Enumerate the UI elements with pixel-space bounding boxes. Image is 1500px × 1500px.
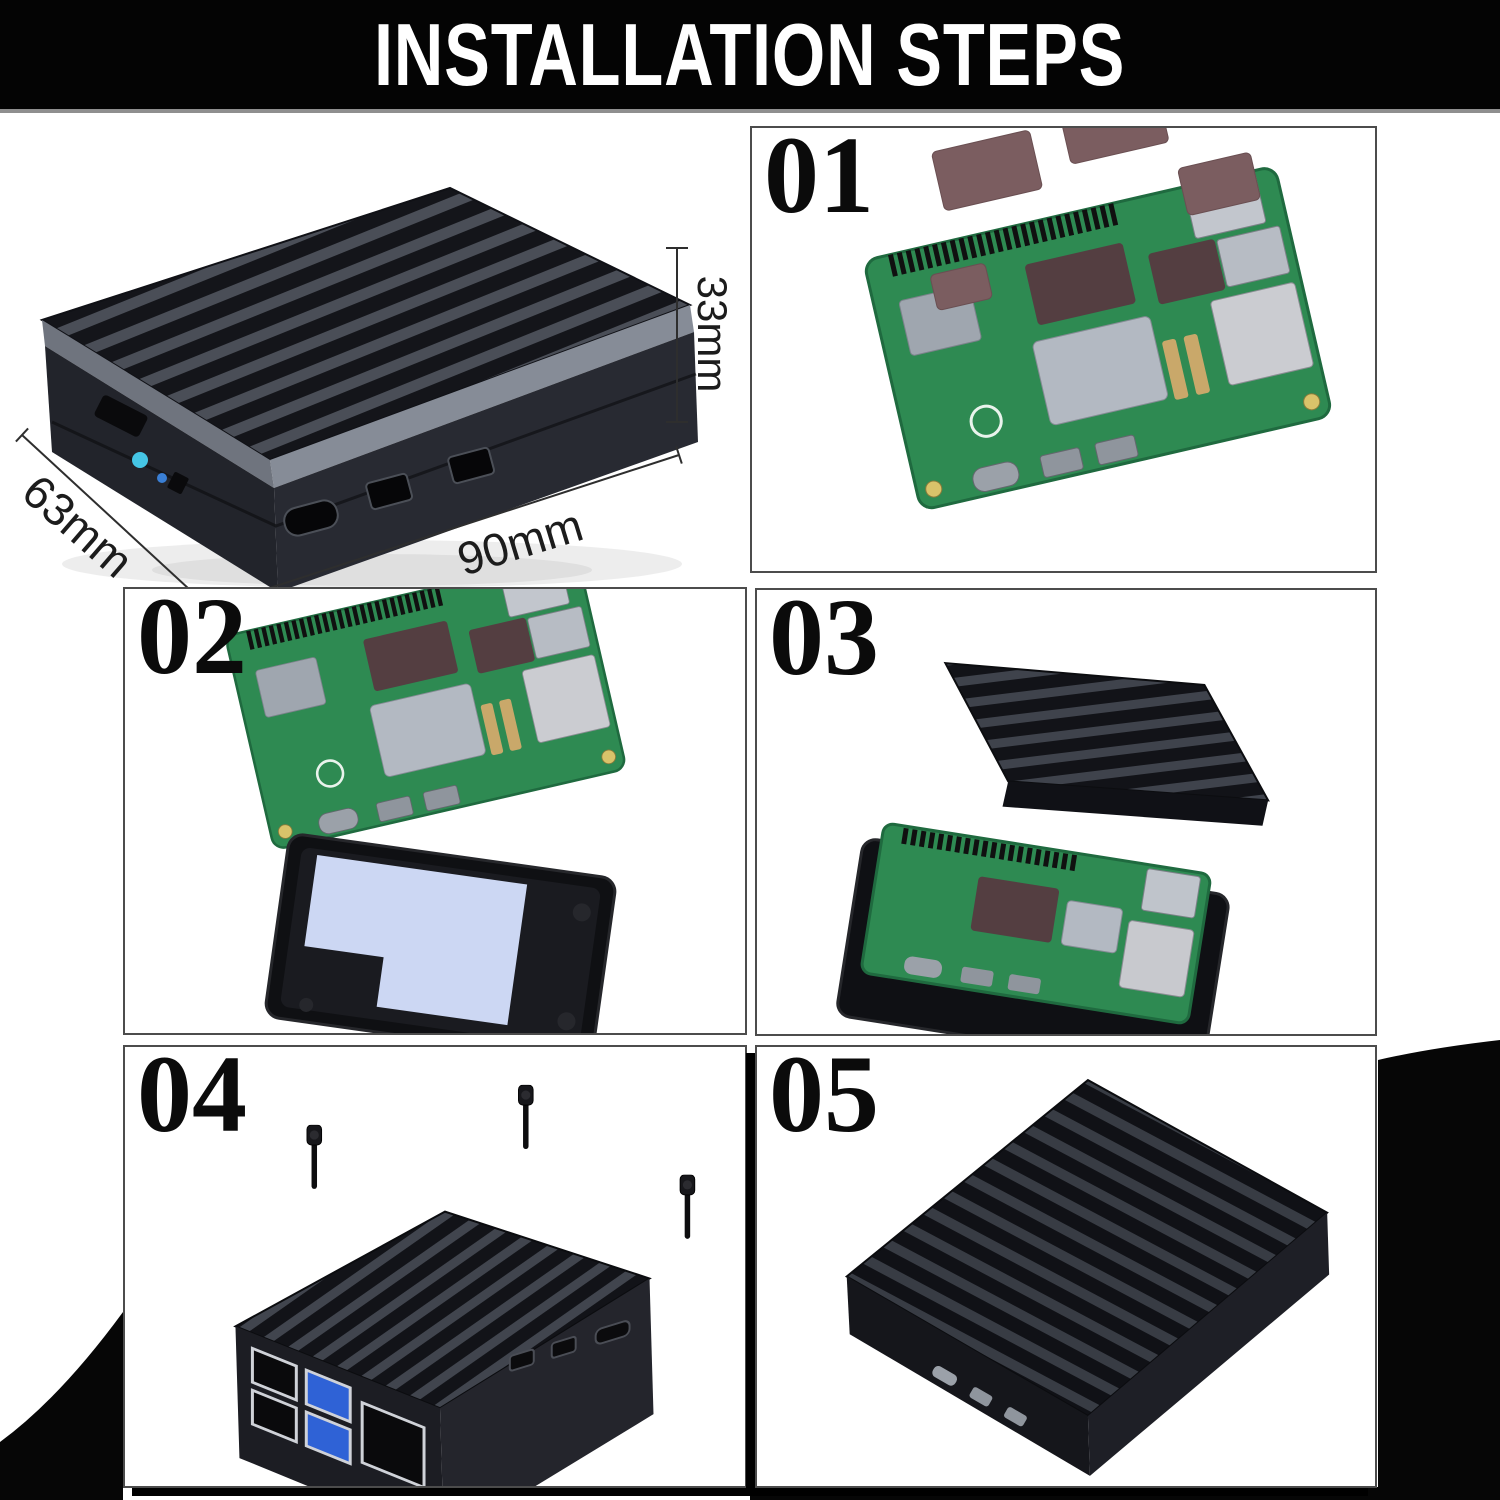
step-panel-05: 05: [755, 1045, 1377, 1488]
dimension-lines: [15, 247, 688, 592]
step-number: 01: [764, 126, 874, 236]
led-blue: [157, 473, 167, 483]
height-dimension-label: 33mm: [689, 275, 736, 393]
case-body: [39, 186, 698, 592]
usb-c-port: [283, 499, 339, 537]
side-switch: [167, 472, 189, 494]
case-bottom-tray: [264, 833, 617, 1033]
corner-blob-right: [1378, 1040, 1500, 1500]
step-05-illustration-assembled-case: [844, 1078, 1330, 1476]
board-in-case-bottom: [836, 822, 1230, 1034]
step-panel-03: 03: [755, 588, 1377, 1036]
title-banner: INSTALLATION STEPS: [0, 0, 1500, 113]
step-number: 04: [137, 1045, 247, 1155]
step-02-illustration-board-above-case-bottom: [125, 589, 745, 1033]
assembled-case-angled: [844, 1078, 1330, 1476]
hero-dimension-photo: 33mm 63mm 90mm: [12, 122, 736, 592]
step-panel-04: 04: [123, 1045, 747, 1488]
step-number: 02: [137, 587, 247, 697]
bottom-black-band: [750, 1487, 1500, 1500]
led-cyan: [132, 452, 148, 468]
page-title: INSTALLATION STEPS: [374, 4, 1126, 104]
step-01-illustration-pi-board-with-thermal-pads: [752, 128, 1375, 571]
corner-triangle-left: [0, 1312, 123, 1500]
micro-hdmi-port: [365, 472, 414, 511]
step-03-illustration-lid-over-board: [836, 661, 1270, 1034]
blue-thermal-pad: [304, 855, 528, 1026]
bottom-edge-ports: [932, 1366, 1027, 1427]
side-ports: [508, 1320, 631, 1372]
micro-hdmi-port: [447, 446, 496, 485]
step-number: 05: [769, 1045, 879, 1155]
step-panel-01: 01: [750, 126, 1377, 573]
front-ports: [250, 1346, 426, 1486]
step-04-illustration-case-with-screws: [233, 1084, 696, 1486]
aluminum-case-illustration: [15, 186, 698, 592]
finned-lid: [943, 661, 1270, 826]
step-number: 03: [769, 588, 879, 698]
assembled-case: [233, 1210, 654, 1486]
thermal-pads: [930, 128, 1261, 311]
step-panel-02: 02: [123, 587, 747, 1035]
sd-card-slot: [94, 395, 148, 437]
